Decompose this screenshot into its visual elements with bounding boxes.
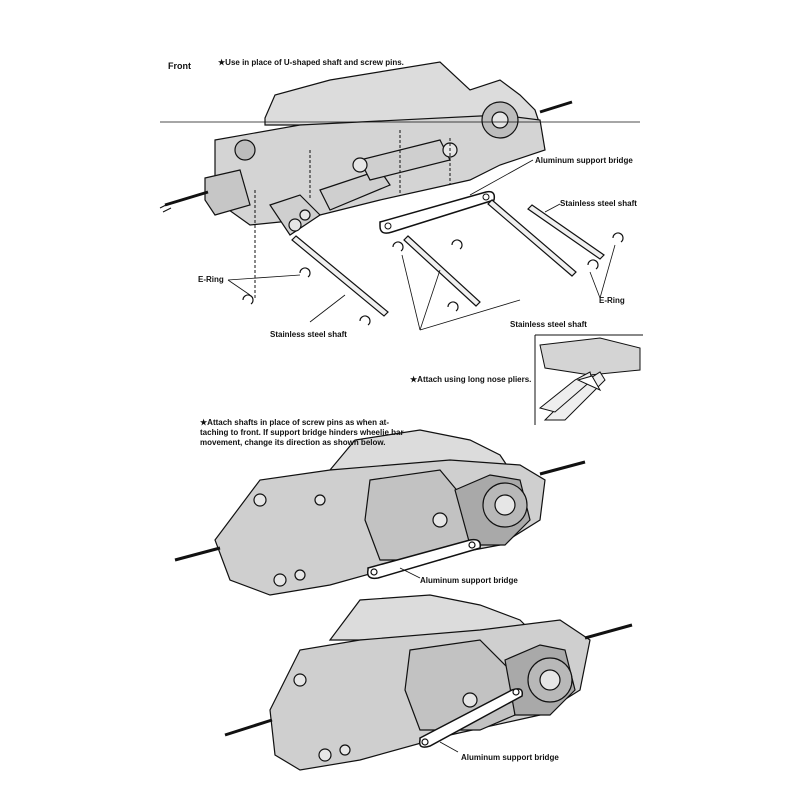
- label-aluminum-support-bridge-middle: Aluminum support bridge: [420, 576, 518, 585]
- label-e-ring-left: E-Ring: [198, 275, 224, 284]
- front-label: Front: [168, 61, 191, 71]
- label-aluminum-support-bridge-top: Aluminum support bridge: [535, 156, 633, 165]
- label-e-ring-right: E-Ring: [599, 296, 625, 305]
- e-rings: [242, 232, 624, 326]
- rear-assembly-illustration-2: [224, 594, 633, 771]
- note-long-nose-pliers: ★Attach using long nose pliers.: [410, 375, 532, 384]
- front-assembly-illustration: [159, 61, 573, 236]
- note-use-in-place: ★Use in place of U-shaped shaft and scre…: [218, 58, 404, 67]
- stainless-steel-shafts-top: [291, 199, 605, 317]
- leader-lines-top: [227, 159, 616, 331]
- pin-guide-lines: [254, 130, 451, 300]
- label-stainless-steel-shaft-bottom-left: Stainless steel shaft: [270, 330, 347, 339]
- note-rear-shafts: ★Attach shafts in place of screw pins as…: [200, 418, 404, 447]
- label-aluminum-support-bridge-bottom: Aluminum support bridge: [461, 753, 559, 762]
- label-stainless-steel-shaft-bottom-right: Stainless steel shaft: [510, 320, 587, 329]
- label-stainless-steel-shaft-right: Stainless steel shaft: [560, 199, 637, 208]
- pliers-inset: [534, 334, 643, 425]
- aluminum-support-bridge-top: [379, 190, 496, 234]
- rear-assembly-illustration-1: [174, 429, 586, 596]
